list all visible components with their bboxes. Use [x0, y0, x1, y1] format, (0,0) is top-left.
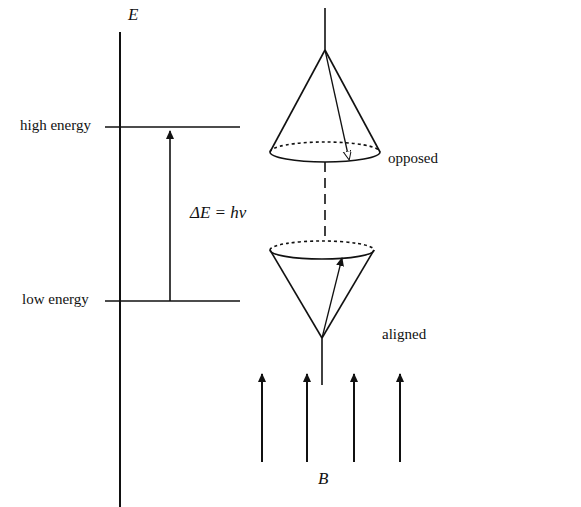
field-label: B — [318, 470, 328, 489]
energy-gap-label: ΔE = hν — [190, 204, 246, 223]
spin-state-label: aligned — [382, 326, 426, 343]
level-label: high energy — [20, 117, 91, 134]
spin-state-label: opposed — [388, 150, 438, 167]
axis-label: E — [128, 6, 138, 25]
level-label: low energy — [22, 291, 89, 308]
